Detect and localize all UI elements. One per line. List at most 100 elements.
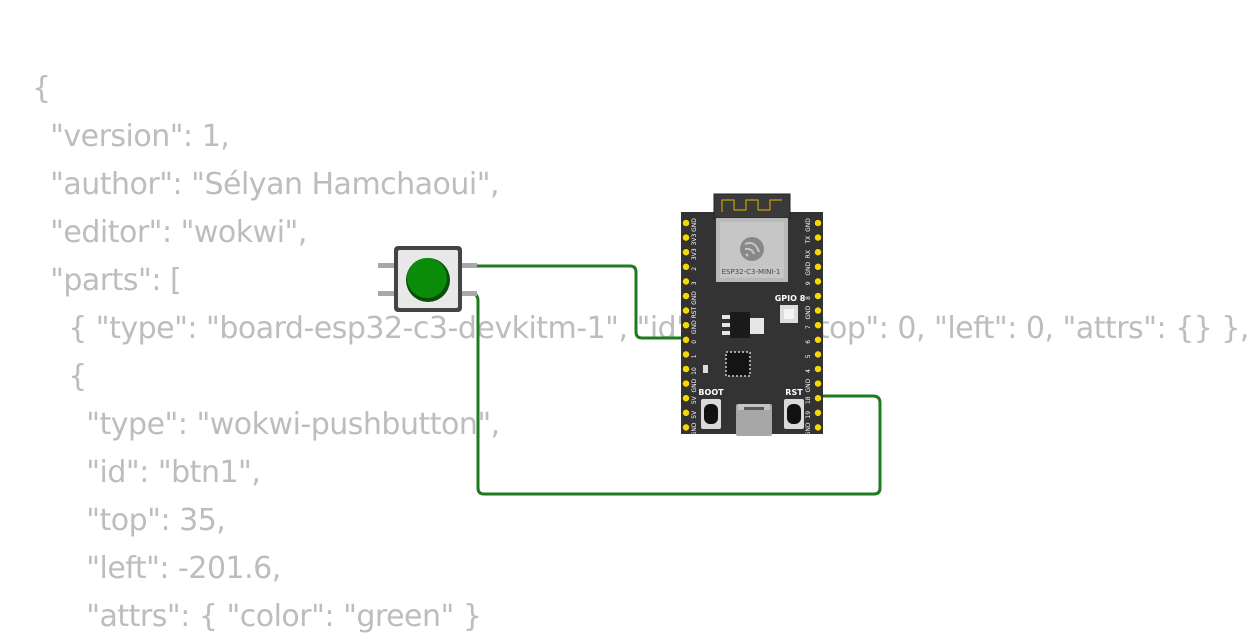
led-label: GPIO 8 bbox=[775, 294, 806, 303]
rst-button-cap[interactable] bbox=[787, 404, 801, 424]
wires[interactable] bbox=[469, 264, 882, 496]
right-pin-label: 5 bbox=[805, 354, 812, 358]
right-pin-label: GND bbox=[805, 422, 812, 436]
regulator-tab bbox=[750, 318, 764, 334]
right-pin-5[interactable] bbox=[814, 350, 822, 359]
left-pin-5v[interactable] bbox=[682, 408, 690, 417]
right-pin-label: GND bbox=[805, 378, 812, 392]
wire-btn-to-gpio18[interactable] bbox=[469, 291, 882, 496]
left-pin-label: GND bbox=[691, 378, 698, 392]
left-pin-gnd[interactable] bbox=[682, 423, 690, 432]
right-pin-gnd[interactable] bbox=[814, 262, 822, 271]
left-pin-label: 5V bbox=[691, 410, 698, 419]
simulation-canvas[interactable]: ESP32-C3-MINI-1 GPIO 8 BOOT RST GND 3V3 3V… bbox=[0, 0, 1200, 630]
antenna-trace bbox=[721, 199, 782, 212]
right-pin-label: 6 bbox=[805, 340, 812, 344]
json-line: "top": 35, bbox=[32, 503, 226, 538]
left-pin-label: GND bbox=[691, 422, 698, 436]
antenna-area bbox=[713, 193, 791, 219]
right-pin-label: 19 bbox=[805, 411, 812, 419]
left-pin-1[interactable] bbox=[682, 350, 690, 359]
espressif-logo-mark bbox=[744, 242, 760, 257]
left-pin-label: 2 bbox=[691, 267, 698, 271]
boot-label: BOOT bbox=[698, 388, 724, 397]
right-pin-8[interactable] bbox=[814, 292, 822, 300]
json-line: "editor": "wokwi", bbox=[32, 215, 307, 250]
left-pin-label: RST bbox=[691, 306, 698, 318]
right-pin-label: TX bbox=[805, 236, 812, 245]
right-pin-label: GND bbox=[805, 305, 812, 319]
right-pin-7[interactable] bbox=[814, 321, 822, 330]
button-leg bbox=[378, 263, 395, 268]
left-pin-3v3[interactable] bbox=[682, 233, 690, 242]
right-pin-4[interactable] bbox=[814, 365, 822, 373]
right-pin-label: GND bbox=[805, 262, 812, 276]
left-pin-label: 5V bbox=[691, 395, 698, 404]
right-pin-gnd[interactable] bbox=[814, 423, 822, 432]
left-pin-label: 0 bbox=[691, 340, 698, 344]
right-pin-label: RX bbox=[805, 250, 812, 258]
left-pin-gnd[interactable] bbox=[682, 292, 690, 300]
json-line: { bbox=[32, 359, 87, 394]
left-pin-label: GND bbox=[691, 320, 698, 334]
right-pin-rx[interactable] bbox=[814, 248, 822, 257]
json-line: "id": "btn1", bbox=[32, 455, 261, 490]
left-pin-0[interactable] bbox=[682, 335, 690, 344]
json-line: { bbox=[32, 71, 51, 106]
boot-button-cap[interactable] bbox=[704, 404, 718, 424]
left-pin-label: GND bbox=[691, 218, 698, 232]
rst-label: RST bbox=[785, 388, 803, 397]
pushbutton-btn1[interactable] bbox=[378, 246, 477, 312]
right-pin-label: 18 bbox=[805, 396, 812, 404]
right-pin-gnd[interactable] bbox=[814, 379, 822, 388]
left-pin-label: 10 bbox=[691, 367, 698, 375]
right-pin-gnd[interactable] bbox=[814, 219, 822, 227]
left-pin-10[interactable] bbox=[682, 365, 690, 373]
right-pin-label: 4 bbox=[805, 369, 812, 373]
left-pin-2[interactable] bbox=[682, 262, 690, 271]
left-pin-label: 3 bbox=[691, 281, 698, 285]
json-line: "type": "wokwi-pushbutton", bbox=[32, 407, 500, 442]
right-pin-label: 9 bbox=[805, 281, 812, 285]
json-line: "version": 1, bbox=[32, 119, 230, 154]
right-pin-18[interactable] bbox=[814, 394, 822, 403]
right-pin-label: 7 bbox=[805, 325, 812, 329]
left-pin-label: 3V3 bbox=[691, 234, 698, 246]
button-leg bbox=[460, 263, 477, 268]
left-pin-3[interactable] bbox=[682, 277, 690, 286]
espressif-logo-icon bbox=[740, 237, 764, 261]
right-pin-gnd[interactable] bbox=[814, 306, 822, 315]
json-line: "left": -201.6, bbox=[32, 551, 281, 586]
module-label: ESP32-C3-MINI-1 bbox=[722, 268, 781, 276]
left-pin-label: 3V3 bbox=[691, 248, 698, 260]
right-pin-6[interactable] bbox=[814, 335, 822, 344]
left-pin-label: 1 bbox=[691, 354, 698, 358]
right-pin-label: 8 bbox=[805, 296, 812, 300]
smd-component bbox=[703, 365, 708, 373]
right-pin-tx[interactable] bbox=[814, 233, 822, 242]
usb-connector bbox=[736, 404, 772, 436]
json-line: "author": "Sélyan Hamchaoui", bbox=[32, 167, 500, 202]
json-line: "attrs": { "color": "green" } bbox=[32, 599, 482, 634]
left-pin-gnd[interactable] bbox=[682, 321, 690, 330]
json-line: "parts": [ bbox=[32, 263, 182, 298]
voltage-regulator bbox=[730, 312, 750, 338]
rgb-led-inner bbox=[784, 309, 794, 319]
left-pin-gnd[interactable] bbox=[682, 379, 690, 388]
wire-btn-to-gpio0[interactable] bbox=[470, 264, 686, 340]
right-pin-19[interactable] bbox=[814, 408, 822, 417]
left-pin-gnd[interactable] bbox=[682, 219, 690, 227]
usb-port bbox=[744, 407, 764, 410]
left-pin-3v3[interactable] bbox=[682, 248, 690, 257]
usb-chip bbox=[725, 351, 751, 377]
button-leg bbox=[378, 291, 395, 296]
left-pin-rst[interactable] bbox=[682, 306, 690, 315]
right-pin-9[interactable] bbox=[814, 277, 822, 286]
button-cap[interactable] bbox=[407, 258, 447, 298]
left-pin-5v[interactable] bbox=[682, 394, 690, 403]
esp32-c3-devkitm-1-board[interactable]: ESP32-C3-MINI-1 GPIO 8 BOOT RST GND 3V3 3V… bbox=[681, 193, 823, 436]
button-leg bbox=[460, 291, 477, 296]
regulator-pin bbox=[722, 315, 730, 319]
